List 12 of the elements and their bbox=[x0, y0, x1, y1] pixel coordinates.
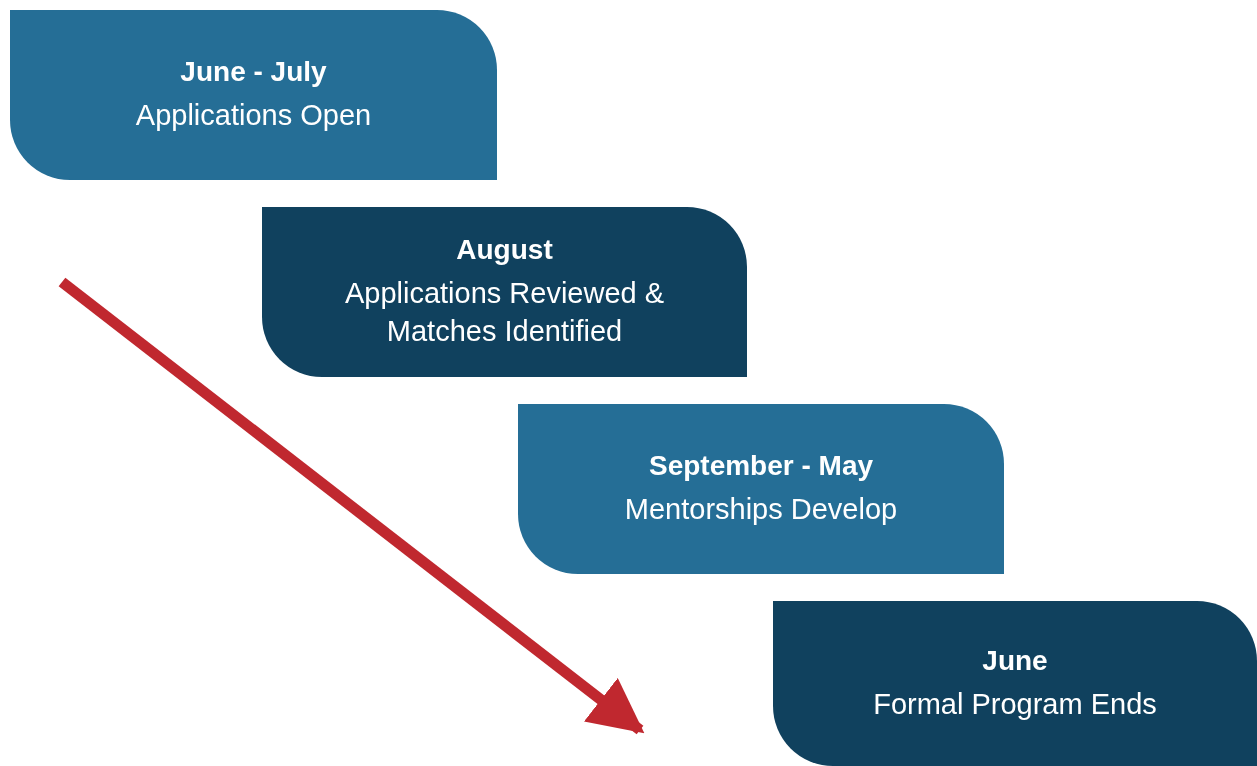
step-date: September - May bbox=[648, 450, 874, 482]
step-date: June - July bbox=[180, 56, 327, 88]
timeline-step-box bbox=[773, 601, 1257, 766]
timeline-step-box bbox=[10, 10, 497, 180]
step-date: June bbox=[982, 644, 1048, 677]
step-date: August bbox=[456, 234, 553, 266]
step-description: Mentorships Develop bbox=[624, 492, 898, 527]
timeline-step-box bbox=[518, 404, 1004, 574]
step-description: Formal Program Ends bbox=[873, 686, 1157, 722]
step-description: Applications Reviewed & Matches Identified bbox=[343, 276, 666, 349]
timeline-step-box bbox=[262, 207, 747, 377]
step-description: Applications Open bbox=[135, 98, 372, 133]
